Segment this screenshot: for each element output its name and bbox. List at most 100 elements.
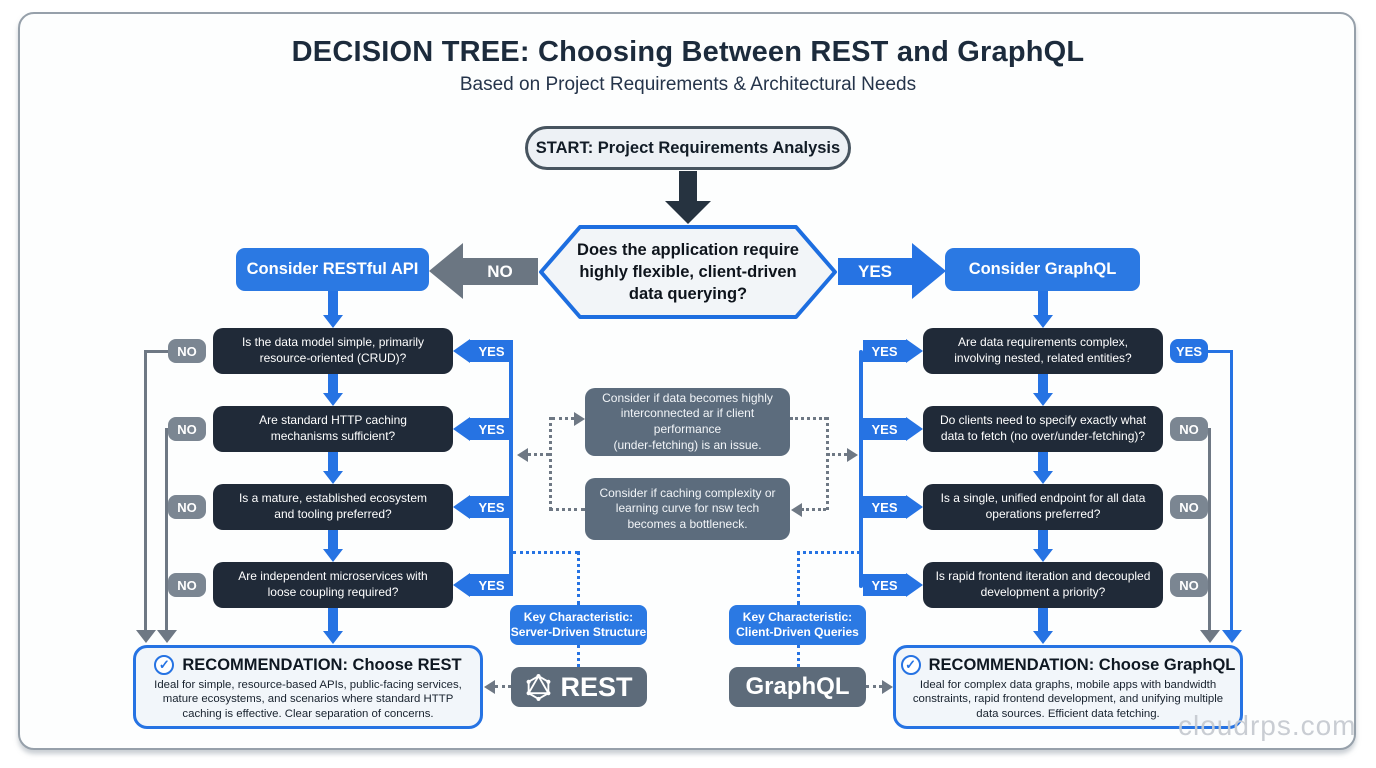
yes-arrow-icon bbox=[912, 243, 946, 299]
check-icon: ✓ bbox=[154, 655, 175, 675]
arrow-down-icon bbox=[1200, 630, 1220, 643]
note-caching: Consider if caching complexity or learni… bbox=[585, 478, 790, 540]
recommendation-graphql-title: RECOMMENDATION: Choose GraphQL bbox=[928, 655, 1236, 674]
recommendation-rest-body: Ideal for simple, resource-based APIs, p… bbox=[154, 679, 462, 720]
yes-label: YES bbox=[470, 418, 513, 440]
no-rail-right-inner bbox=[1208, 428, 1211, 631]
yes-arrow-icon bbox=[906, 573, 923, 597]
rest-node: REST bbox=[511, 667, 647, 707]
recommendation-rest-title-row: ✓ RECOMMENDATION: Choose REST bbox=[136, 655, 480, 675]
yes-rail-left bbox=[509, 350, 513, 588]
no-rail-left-inner bbox=[165, 428, 168, 631]
no-badge: NO bbox=[168, 573, 206, 597]
dotted-connector bbox=[577, 551, 580, 605]
recommendation-graphql: ✓ RECOMMENDATION: Choose GraphQL Ideal f… bbox=[893, 645, 1243, 729]
arrow-down-icon bbox=[1222, 630, 1242, 643]
yes-label: YES bbox=[470, 496, 513, 518]
arrow-down-icon bbox=[323, 631, 343, 644]
no-badge: NO bbox=[1170, 573, 1208, 597]
rest-label: REST bbox=[560, 671, 633, 702]
dotted-connector bbox=[513, 551, 578, 554]
dotted-connector bbox=[528, 453, 549, 456]
connector-line bbox=[328, 291, 338, 316]
yes-label: YES bbox=[470, 574, 513, 596]
arrow-left-icon bbox=[517, 448, 528, 462]
connector-line bbox=[1208, 350, 1233, 353]
connector-line bbox=[1038, 530, 1048, 550]
recommendation-graphql-title-row: ✓ RECOMMENDATION: Choose GraphQL bbox=[896, 655, 1240, 675]
arrow-down-icon bbox=[323, 549, 343, 562]
diagram-card bbox=[18, 12, 1356, 750]
dotted-connector bbox=[797, 645, 800, 667]
arrow-down-icon bbox=[1033, 315, 1053, 328]
dotted-connector bbox=[826, 417, 829, 510]
connector-line bbox=[328, 452, 338, 472]
root-yes-label: YES bbox=[838, 258, 912, 285]
recommendation-rest-title: RECOMMENDATION: Choose REST bbox=[182, 655, 462, 674]
watermark: cloudrps.com bbox=[1178, 710, 1357, 741]
arrow-left-icon bbox=[791, 503, 802, 517]
recommendation-graphql-body: Ideal for complex data graphs, mobile ap… bbox=[912, 679, 1224, 720]
yes-label: YES bbox=[863, 496, 906, 518]
connector-line bbox=[146, 350, 170, 353]
graphql-node: GraphQL bbox=[729, 667, 866, 707]
dotted-connector bbox=[797, 551, 800, 605]
connector-line bbox=[328, 374, 338, 394]
yes-label: YES bbox=[863, 340, 906, 362]
yes-arrow-icon bbox=[453, 417, 470, 441]
dotted-connector bbox=[495, 685, 511, 688]
arrow-down-icon bbox=[323, 315, 343, 328]
dotted-connector bbox=[577, 645, 580, 667]
question-right-2: Do clients need to specify exactly what … bbox=[923, 406, 1163, 452]
dotted-connector bbox=[549, 417, 552, 510]
yes-arrow-icon bbox=[453, 573, 470, 597]
question-left-4: Are independent microservices with loose… bbox=[213, 562, 453, 608]
arrow-down-icon bbox=[1033, 393, 1053, 406]
arrow-left-icon bbox=[484, 680, 495, 694]
arrow-down-icon bbox=[1033, 471, 1053, 484]
yes-rail-right bbox=[859, 350, 863, 588]
recommendation-rest: ✓ RECOMMENDATION: Choose REST Ideal for … bbox=[133, 645, 483, 729]
no-badge: NO bbox=[168, 417, 206, 441]
root-no-label: NO bbox=[462, 258, 538, 285]
yes-arrow-icon bbox=[453, 339, 470, 363]
arrow-right-icon bbox=[847, 448, 858, 462]
dotted-connector bbox=[801, 508, 826, 511]
no-arrow-icon bbox=[429, 243, 463, 299]
key-characteristic-rest: Key Characteristic: Server-Driven Struct… bbox=[510, 605, 647, 645]
arrow-down-icon bbox=[1033, 549, 1053, 562]
yes-arrow-icon bbox=[906, 339, 923, 363]
dotted-connector bbox=[797, 551, 860, 554]
arrow-down-icon bbox=[136, 630, 156, 643]
dotted-connector bbox=[827, 453, 847, 456]
no-rail-left-outer bbox=[144, 350, 147, 631]
graphql-label: GraphQL bbox=[745, 673, 850, 700]
start-node: START: Project Requirements Analysis bbox=[525, 126, 851, 170]
connector-line bbox=[1038, 374, 1048, 394]
arrow-down-icon bbox=[323, 393, 343, 406]
connector-line bbox=[328, 530, 338, 550]
yes-label: YES bbox=[863, 418, 906, 440]
arrow-down-icon bbox=[1033, 631, 1053, 644]
connector-line bbox=[1038, 608, 1048, 632]
page-subtitle: Based on Project Requirements & Architec… bbox=[459, 74, 917, 95]
connector-line bbox=[328, 608, 338, 632]
question-right-4: Is rapid frontend iteration and decouple… bbox=[923, 562, 1163, 608]
dotted-connector bbox=[552, 417, 574, 420]
question-right-3: Is a single, unified endpoint for all da… bbox=[923, 484, 1163, 530]
key-characteristic-graphql: Key Characteristic: Client-Driven Querie… bbox=[729, 605, 866, 645]
yes-rail-right-outer bbox=[1230, 350, 1233, 631]
arrow-right-icon bbox=[574, 412, 585, 426]
no-badge: NO bbox=[1170, 417, 1208, 441]
connector-line bbox=[1038, 291, 1048, 316]
yes-arrow-icon bbox=[906, 417, 923, 441]
no-badge: NO bbox=[168, 339, 206, 363]
yes-arrow-icon bbox=[906, 495, 923, 519]
yes-label: YES bbox=[470, 340, 513, 362]
root-question: Does the application require highly flex… bbox=[577, 240, 799, 304]
consider-graphql-node: Consider GraphQL bbox=[945, 248, 1140, 291]
question-right-1: Are data requirements complex, involving… bbox=[923, 328, 1163, 374]
check-icon: ✓ bbox=[900, 655, 921, 675]
page-title: DECISION TREE: Choosing Between REST and… bbox=[291, 36, 1085, 68]
